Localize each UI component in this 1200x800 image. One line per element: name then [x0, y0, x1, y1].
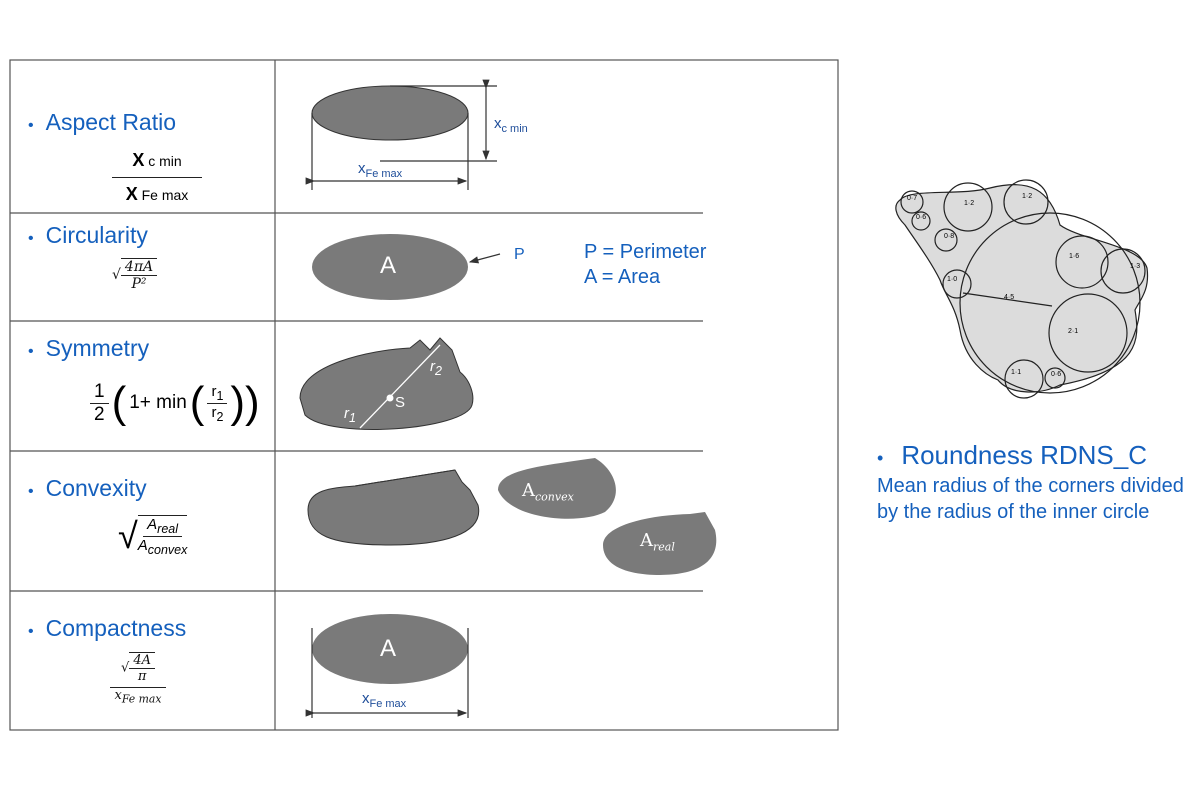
aspect-ratio-formula: X c min X Fe max — [112, 150, 202, 205]
circularity-figure — [312, 234, 501, 300]
circle-value: 0·8 — [944, 233, 955, 240]
title-text: Circularity — [45, 222, 148, 248]
circle-value: 1·1 — [1011, 369, 1022, 376]
num-sub: c min — [148, 153, 182, 169]
title-text: Compactness — [45, 615, 187, 641]
label-xfemax: xFe max — [358, 160, 403, 180]
convexity-figure — [307, 458, 717, 575]
roundness-particle — [895, 179, 1149, 399]
row-title-circularity: •Circularity — [28, 222, 148, 248]
circle-value: 2·1 — [1068, 328, 1079, 335]
label-r1: r1 — [344, 405, 356, 425]
circle-value: 4·5 — [1004, 294, 1015, 301]
den-sub: Fe max — [141, 187, 189, 203]
symmetry-figure — [299, 337, 474, 430]
title-text: Aspect Ratio — [45, 109, 177, 135]
circle-value: 1·3 — [1130, 263, 1141, 270]
row-title-convexity: •Convexity — [28, 475, 147, 501]
den: X — [125, 184, 138, 204]
circle-value: 0·6 — [1051, 371, 1062, 378]
circle-value: 1·2 — [1022, 193, 1033, 200]
circle-value: 1·2 — [964, 200, 975, 207]
roundness-description: Mean radius of the corners divided by th… — [877, 475, 1184, 523]
label-area: A — [380, 635, 397, 662]
compactness-figure — [305, 614, 469, 718]
circle-value: 0·7 — [907, 195, 918, 202]
label-area: A — [380, 252, 397, 279]
circle-value: 1·0 — [947, 276, 958, 283]
circle-value: 0·6 — [916, 214, 927, 221]
label-a-real: Areal — [640, 530, 675, 554]
roundness-title: •Roundness RDNS_C — [877, 440, 1147, 470]
title-text: Convexity — [45, 475, 147, 501]
label-xcmin: xc min — [494, 115, 528, 135]
table-frame — [9, 59, 839, 731]
num: X — [132, 150, 145, 170]
aspect-ratio-figure — [305, 79, 497, 190]
label-r2: r2 — [430, 358, 442, 378]
label-a-convex: Aconvex — [522, 480, 574, 504]
label-s: S — [395, 394, 406, 411]
circle-value: 1·6 — [1069, 253, 1080, 260]
label-perimeter: P — [514, 246, 525, 263]
label-xfemax: xFe max — [362, 690, 407, 710]
row-title-aspect-ratio: •Aspect Ratio — [28, 109, 177, 135]
title-text: Symmetry — [45, 335, 150, 361]
row-title-compactness: •Compactness — [28, 615, 187, 641]
row-title-symmetry: •Symmetry — [28, 335, 150, 361]
